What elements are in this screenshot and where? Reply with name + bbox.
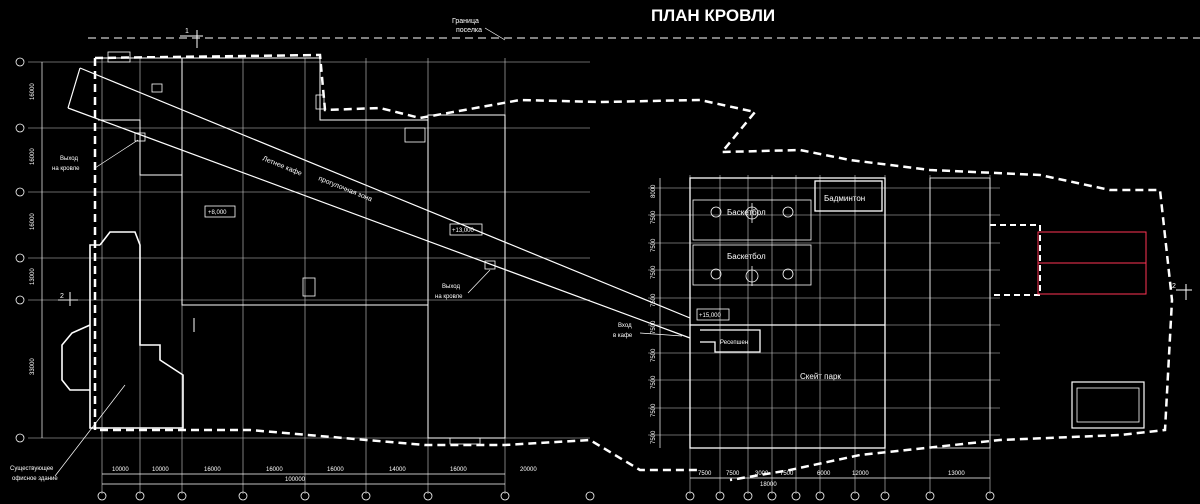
svg-text:16000: 16000 bbox=[30, 83, 36, 100]
svg-text:16000: 16000 bbox=[30, 213, 36, 230]
stair-3 bbox=[404, 127, 426, 143]
svg-text:16000: 16000 bbox=[30, 148, 36, 165]
elevation-box-3 bbox=[696, 308, 730, 321]
dim-bottom-total: 100000 bbox=[285, 477, 306, 483]
stair-2 bbox=[315, 94, 325, 110]
svg-text:7500: 7500 bbox=[698, 471, 712, 477]
svg-text:7500: 7500 bbox=[651, 293, 657, 307]
exit-roof-2-l1: Выход bbox=[442, 284, 460, 290]
existing-office-l2: офисное здание bbox=[12, 476, 58, 482]
room-badminton: Бадминтон bbox=[824, 194, 865, 203]
dim-bottom-right-labels: 7500 7500 3000 7500 6000 12000 18000 130… bbox=[698, 471, 965, 488]
left-building bbox=[98, 57, 506, 439]
zone-summer-cafe: Летнее кафе bbox=[261, 155, 302, 177]
svg-text:16000: 16000 bbox=[327, 467, 344, 473]
existing-office-leader bbox=[54, 384, 126, 477]
cafe-entry-l2: в кафе bbox=[613, 333, 633, 339]
roof-box bbox=[1071, 381, 1145, 429]
section-mark-1: 1 bbox=[185, 28, 189, 35]
right-dashed-area bbox=[990, 224, 1041, 296]
svg-text:16000: 16000 bbox=[450, 467, 467, 473]
summer-cafe-strip bbox=[67, 67, 691, 339]
svg-text:16000: 16000 bbox=[266, 467, 283, 473]
roof-box-inner bbox=[1076, 387, 1140, 423]
svg-text:7500: 7500 bbox=[651, 210, 657, 224]
exit-hatch-2 bbox=[484, 260, 496, 270]
dim-bottom-right-total: 18000 bbox=[760, 482, 777, 488]
grid-bubbles-bottom bbox=[97, 491, 995, 501]
exit-roof-1-leader bbox=[94, 139, 139, 169]
existing-office-l1: Существующее bbox=[10, 466, 54, 472]
svg-text:6000: 6000 bbox=[817, 471, 831, 477]
svg-text:7500: 7500 bbox=[651, 375, 657, 389]
sports-building bbox=[689, 177, 991, 449]
elevation-3: +15,000 bbox=[699, 313, 722, 319]
svg-text:33000: 33000 bbox=[30, 358, 36, 375]
room-reception: Ресепшен bbox=[720, 340, 748, 346]
cafe-entry-l1: Вход bbox=[618, 323, 632, 329]
boundary-leader bbox=[484, 27, 506, 41]
elevation-2: +13,000 bbox=[452, 228, 475, 234]
boundary-label-1: Граница bbox=[452, 18, 479, 25]
svg-text:16000: 16000 bbox=[204, 467, 221, 473]
svg-text:7500: 7500 bbox=[651, 238, 657, 252]
exit-roof-2-leader bbox=[467, 269, 491, 294]
section-mark-2-right: 2 bbox=[1172, 283, 1176, 290]
exit-roof-1-l1: Выход bbox=[60, 156, 78, 162]
room-basketball-2: Баскетбол bbox=[727, 252, 766, 261]
grid-bubbles-left bbox=[15, 57, 25, 443]
svg-text:7500: 7500 bbox=[651, 348, 657, 362]
plan-title: ПЛАН КРОВЛИ bbox=[651, 6, 775, 25]
elevation-box-1 bbox=[204, 205, 236, 218]
svg-text:8000: 8000 bbox=[651, 184, 657, 198]
elevation-1: +8,000 bbox=[208, 210, 227, 216]
svg-text:12000: 12000 bbox=[852, 471, 869, 477]
svg-text:7500: 7500 bbox=[726, 471, 740, 477]
left-dashed-outline bbox=[93, 58, 700, 472]
svg-text:7500: 7500 bbox=[651, 265, 657, 279]
cafe-entry-leader bbox=[639, 332, 683, 337]
svg-text:10000: 10000 bbox=[112, 467, 129, 473]
stair-4 bbox=[449, 437, 481, 445]
svg-text:20000: 20000 bbox=[520, 467, 537, 473]
exit-roof-2-l2: на кровле bbox=[435, 294, 463, 300]
zone-walk: прогулочная зона bbox=[317, 175, 373, 203]
svg-text:7500: 7500 bbox=[780, 471, 794, 477]
dim-left-labels: 16000 16000 16000 13000 33000 bbox=[30, 83, 36, 375]
svg-text:3000: 3000 bbox=[755, 471, 769, 477]
dim-bottom-labels: 10000 10000 16000 16000 16000 14000 1600… bbox=[112, 467, 537, 483]
svg-text:7500: 7500 bbox=[651, 430, 657, 444]
dim-bottom-far: 13000 bbox=[948, 471, 965, 477]
exit-hatch-1 bbox=[134, 132, 146, 142]
stair-1 bbox=[302, 277, 316, 297]
exit-hatch-top bbox=[151, 83, 163, 93]
svg-text:7500: 7500 bbox=[651, 320, 657, 334]
existing-office-building bbox=[61, 231, 184, 429]
room-skate-park: Скейт парк bbox=[800, 372, 841, 381]
boundary-label-2: поселка bbox=[456, 27, 482, 34]
svg-text:14000: 14000 bbox=[389, 467, 406, 473]
dim-right-labels: 8000 7500 7500 7500 7500 7500 7500 7500 … bbox=[651, 184, 657, 444]
court-markings bbox=[710, 203, 794, 286]
stair-5 bbox=[107, 51, 131, 63]
svg-text:7500: 7500 bbox=[651, 403, 657, 417]
elevation-box-2 bbox=[449, 223, 483, 236]
svg-text:10000: 10000 bbox=[152, 467, 169, 473]
top-dashed-outline bbox=[94, 53, 1174, 482]
svg-text:13000: 13000 bbox=[30, 268, 36, 285]
exit-roof-1-l2: на кровле bbox=[52, 166, 80, 172]
section-mark-2-left: 2 bbox=[60, 293, 64, 300]
room-basketball-1: Баскетбол bbox=[727, 208, 766, 217]
